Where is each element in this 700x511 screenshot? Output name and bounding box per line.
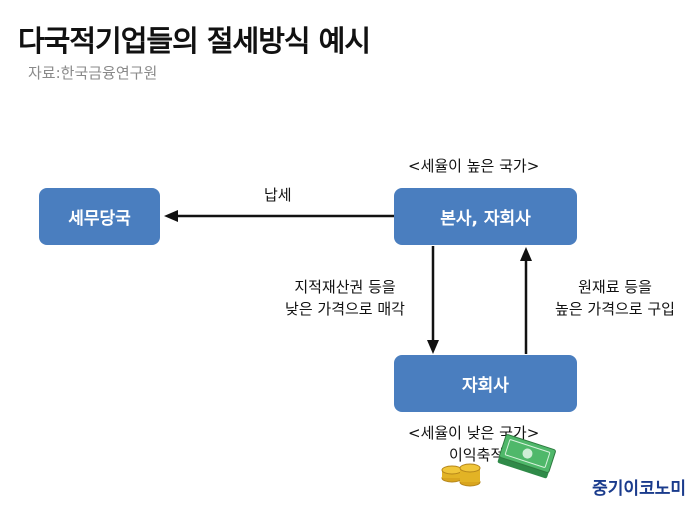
tax-authority-box: 세무당국 (39, 188, 160, 245)
subsidiary-box: 자회사 (394, 355, 577, 412)
source-caption: 자료:한국금융연구원 (28, 64, 158, 82)
profit-label: 이익축적 (449, 446, 505, 464)
money-stack-icon (497, 434, 556, 479)
coins-icon (441, 463, 481, 487)
high-tax-country-label: <세율이 높은 국가> (408, 157, 540, 175)
tax-payment-label: 납세 (264, 186, 292, 204)
down-arrow-label: 지적재산권 등을 낮은 가격으로 매각 (285, 278, 405, 318)
down-arrowhead (427, 340, 439, 354)
hq-box: 본사, 자회사 (394, 188, 577, 245)
up-arrowhead (520, 247, 532, 261)
up-arrow-label: 원재료 등을 높은 가격으로 구입 (555, 278, 675, 318)
page-title: 다국적기업들의 절세방식 예시 (18, 24, 371, 58)
brand-logo: 중기이코노미 (592, 479, 686, 499)
tax-payment-arrowhead (164, 210, 178, 222)
